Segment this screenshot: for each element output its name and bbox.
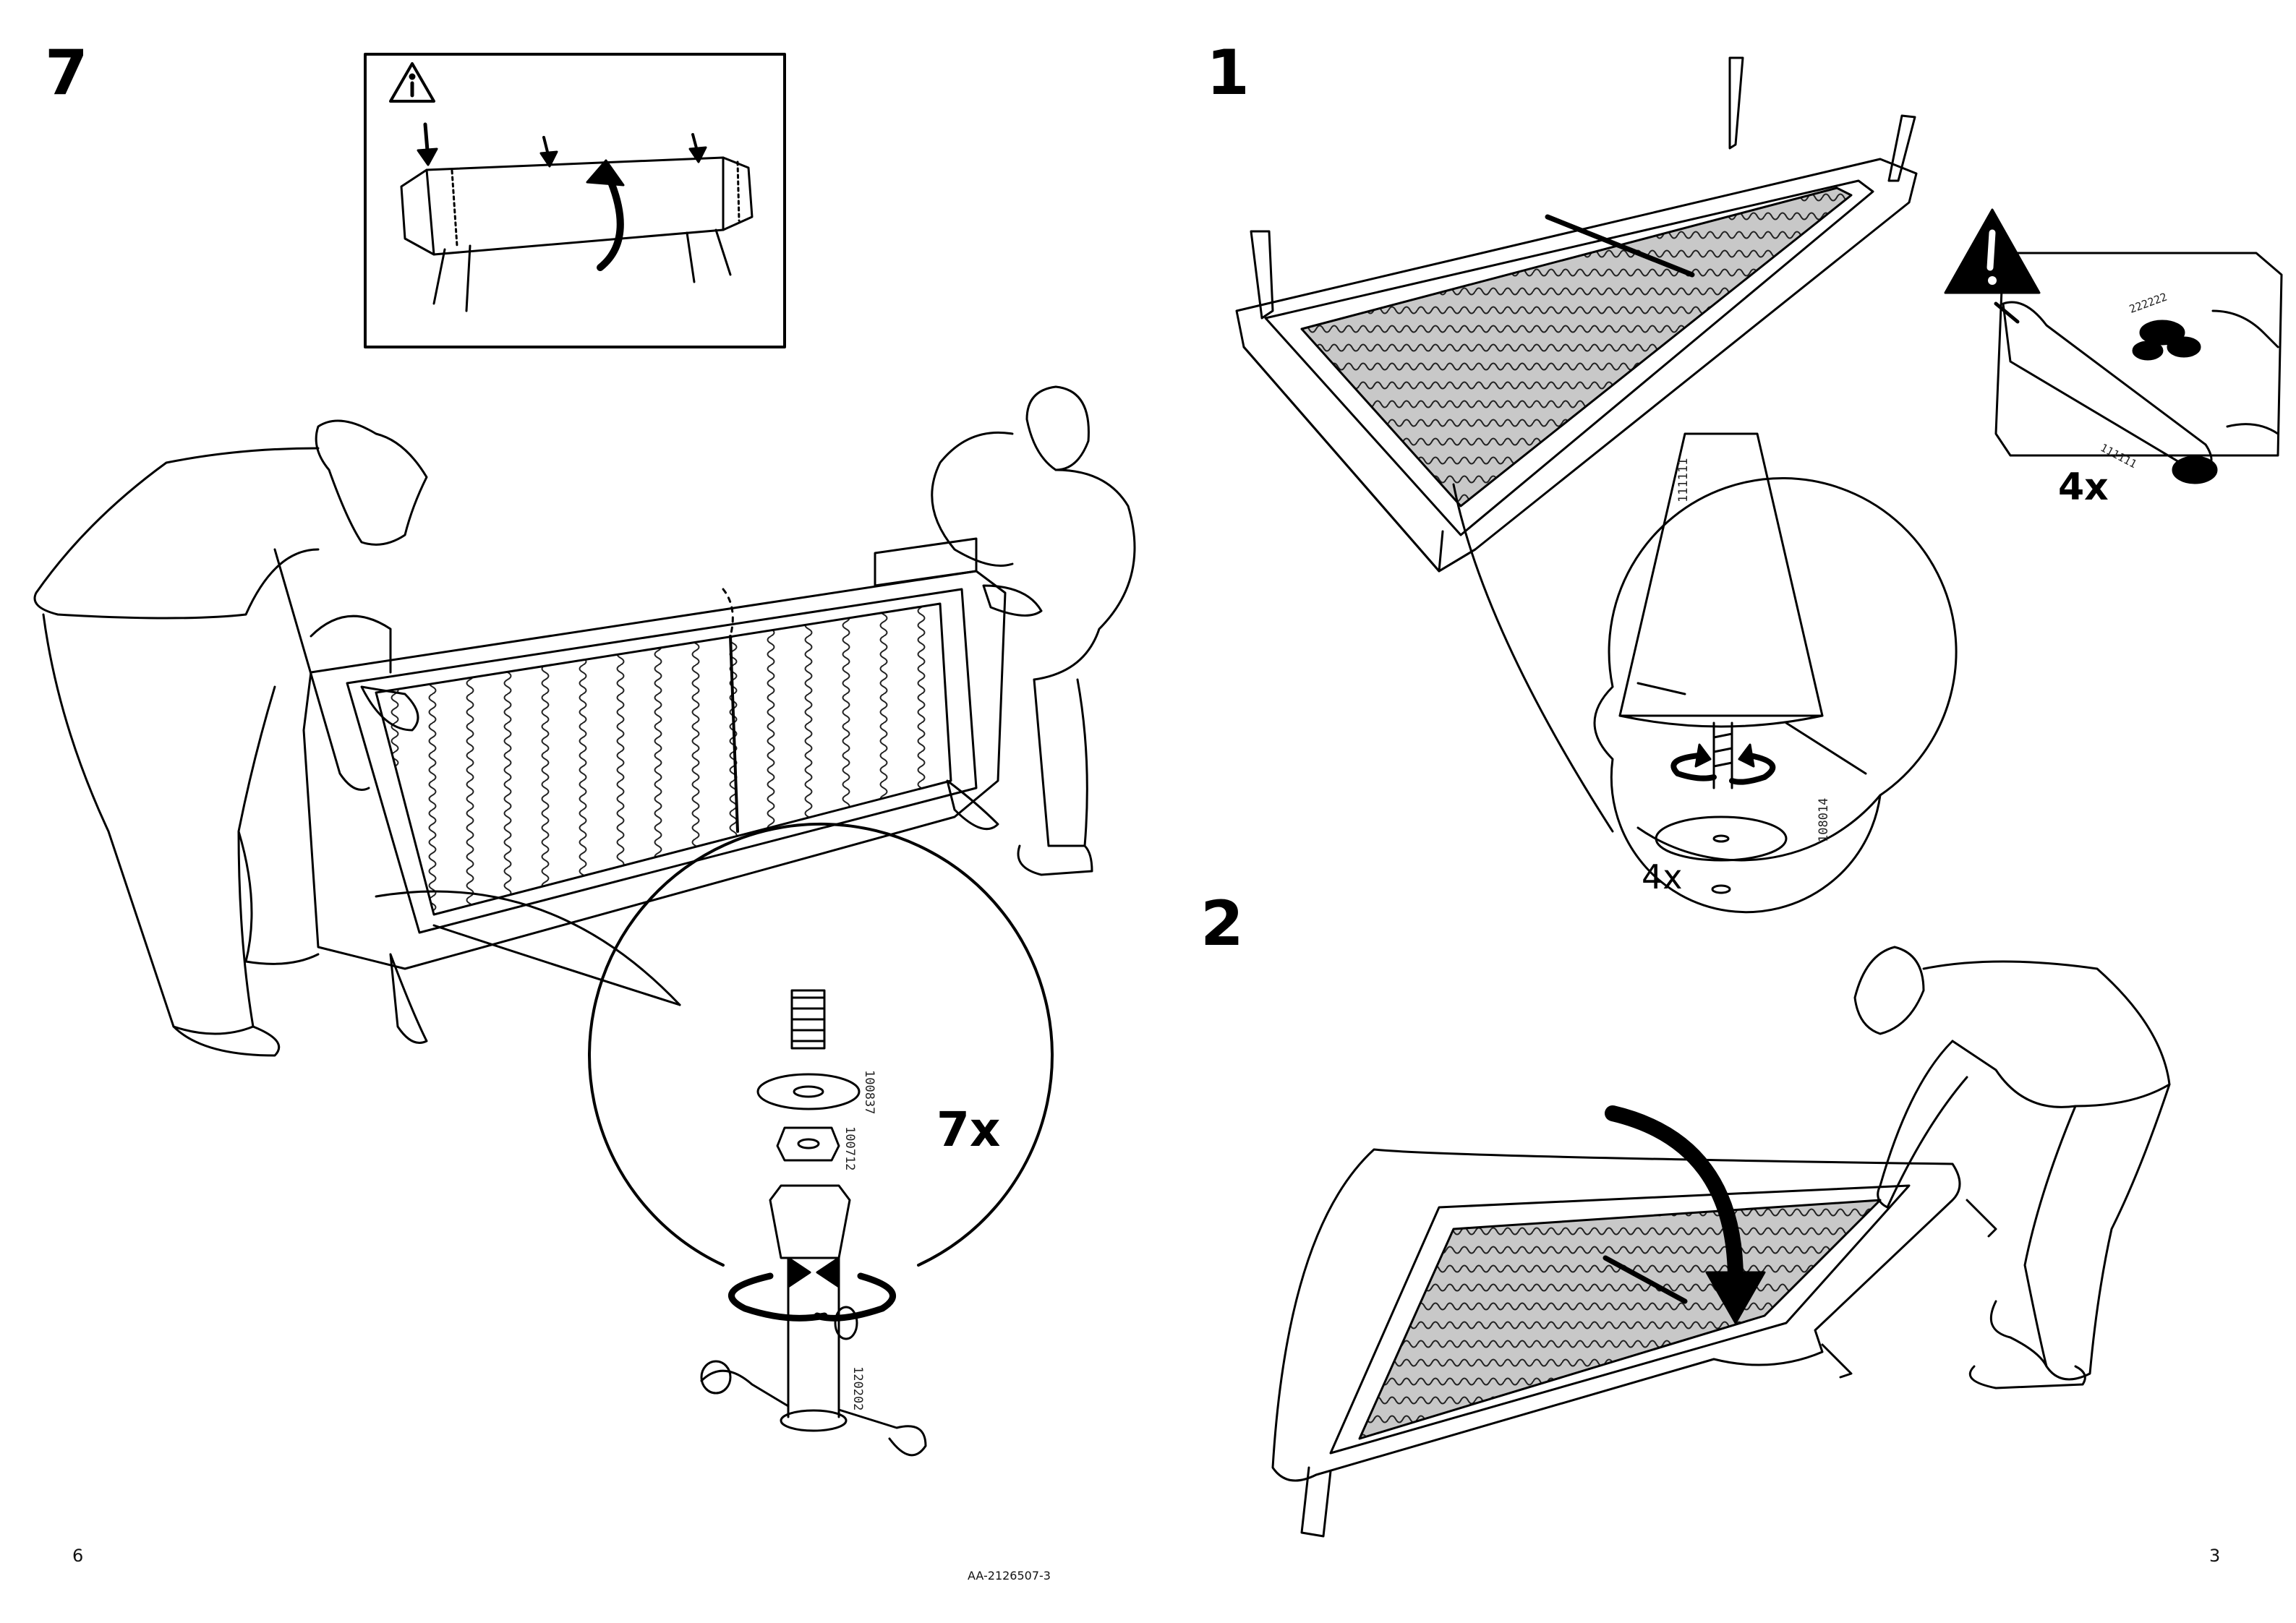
page-number-right: 3 xyxy=(2209,1546,2220,1566)
part-number-108014: 108014 xyxy=(1817,798,1831,842)
part-number-120202: 120202 xyxy=(850,1366,865,1410)
warning-inset xyxy=(365,54,785,347)
step-number-1: 1 xyxy=(1206,42,1250,104)
step-number-7: 7 xyxy=(45,42,88,104)
part-number-111111: 111111 xyxy=(1676,458,1691,502)
felt-pad-quantity: 4x xyxy=(2052,468,2114,506)
step2-scene xyxy=(1273,947,2169,1536)
part-number-100837: 100837 xyxy=(862,1070,876,1114)
part-number-100712: 100712 xyxy=(842,1126,857,1170)
page-number-left: 6 xyxy=(72,1546,83,1566)
step-number-2: 2 xyxy=(1200,893,1244,955)
step1-quantity: 4x xyxy=(1642,860,1683,894)
info-warning-icon xyxy=(391,64,434,101)
felt-pad-warning xyxy=(1945,210,2282,483)
warning-triangle-icon xyxy=(1945,210,2039,293)
step7-scene xyxy=(35,387,1135,1455)
step1-scene xyxy=(1237,58,1956,912)
step7-quantity: 7x xyxy=(936,1106,1001,1154)
document-id: AA-2126507-3 xyxy=(968,1569,1051,1583)
